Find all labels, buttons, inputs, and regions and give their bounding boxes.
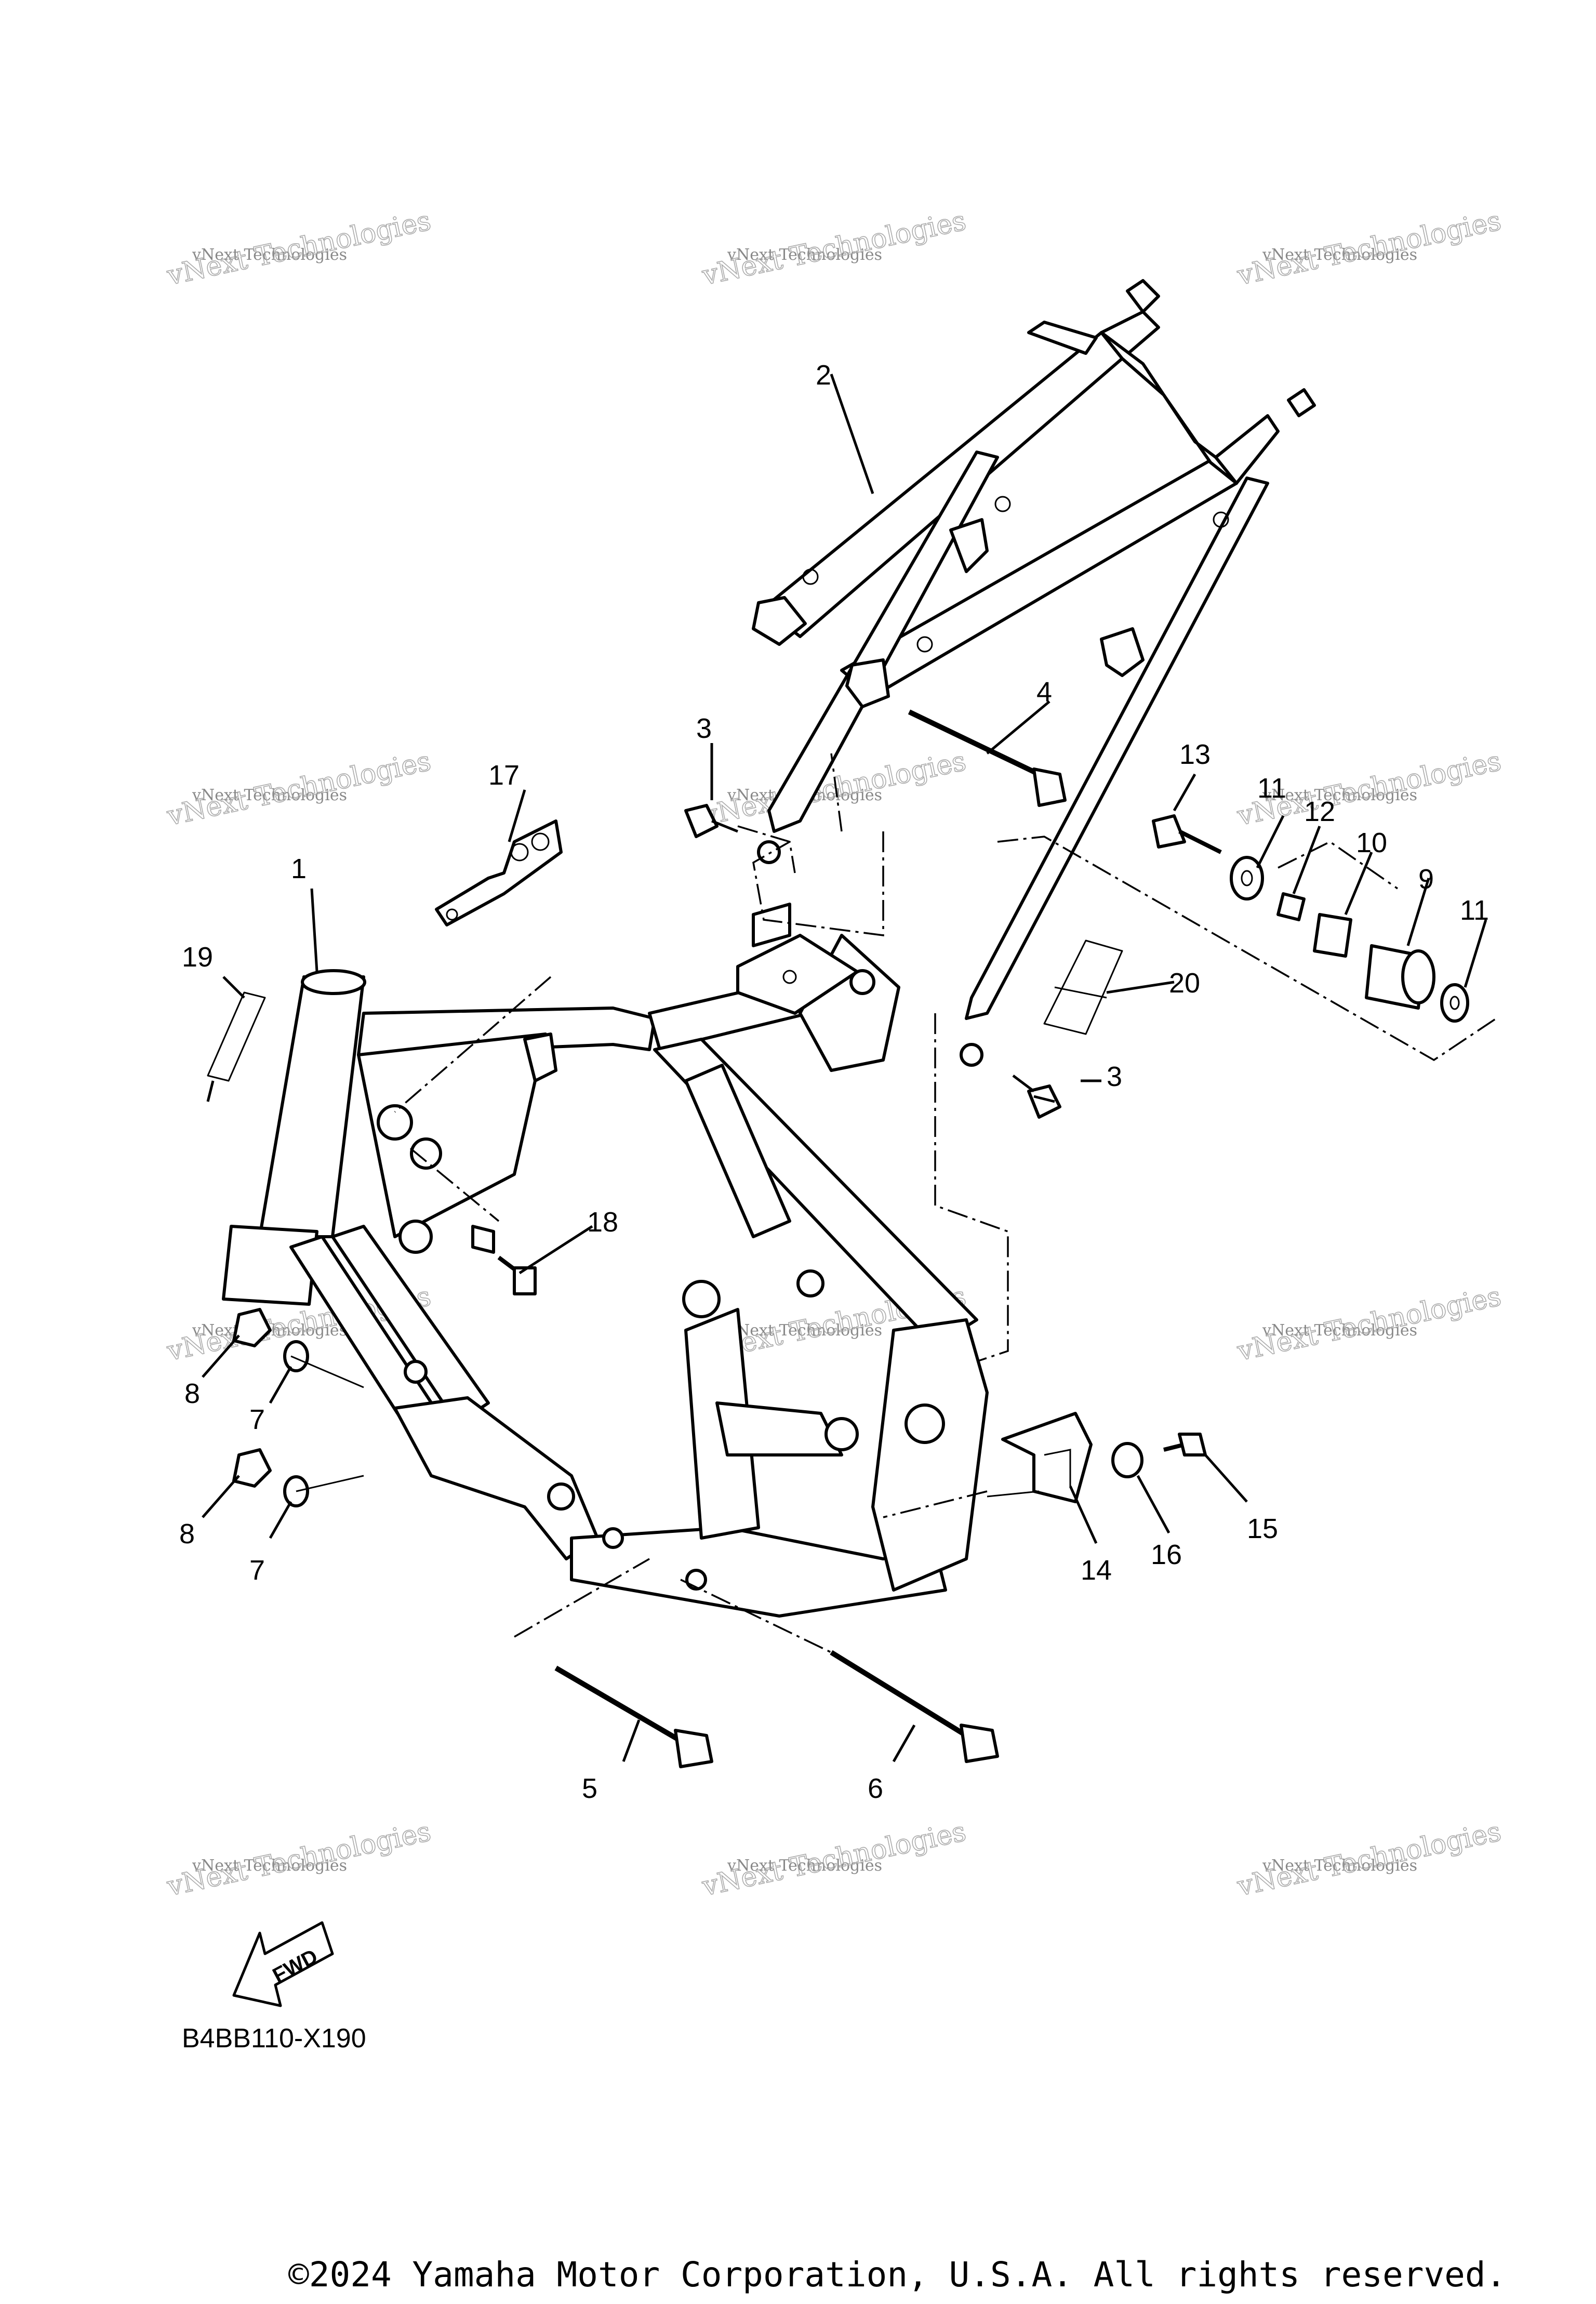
bolt-part-4[interactable] [908, 709, 1067, 807]
bolt-part-3-upper[interactable] [684, 804, 738, 838]
bushing-part-10[interactable] [1313, 913, 1352, 958]
bolt-part-6[interactable] [830, 1650, 999, 1763]
engine-mount-part-14[interactable] [1001, 1412, 1093, 1503]
callout-19: 19 [182, 942, 213, 973]
bolt-part-3-lower[interactable] [1012, 1075, 1061, 1119]
callout-8-upper: 8 [184, 1378, 200, 1409]
collar-part-16[interactable] [1111, 1442, 1143, 1478]
bolt-part-15[interactable] [1163, 1433, 1207, 1456]
callout-3-upper: 3 [696, 713, 712, 744]
callout-5: 5 [582, 1773, 597, 1804]
callout-18: 18 [587, 1207, 618, 1238]
fwd-arrow-icon: FWD [232, 1921, 334, 2007]
bracket-part-17[interactable] [435, 819, 563, 926]
callout-10: 10 [1356, 827, 1387, 858]
callout-7-lower: 7 [249, 1555, 265, 1586]
callout-20: 20 [1169, 968, 1200, 999]
washer-part-7-upper[interactable] [283, 1340, 309, 1372]
watermark: vNext Technologies [1262, 246, 1417, 264]
assembly-dash-lines [394, 753, 1497, 1653]
callout-11-upper: 11 [1257, 773, 1286, 804]
callout-4: 4 [1036, 677, 1052, 708]
callout-8-lower: 8 [179, 1518, 195, 1550]
washer-part-11-upper[interactable] [1230, 856, 1264, 901]
rear-subframe-part[interactable] [752, 279, 1316, 1067]
callout-12: 12 [1304, 796, 1335, 827]
callout-6: 6 [868, 1773, 883, 1804]
callout-labels: 1 2 3 3 4 5 6 7 7 8 8 9 10 11 11 12 13 1… [179, 360, 1489, 1804]
bolt-part-5[interactable] [554, 1665, 713, 1768]
watermark: vNext Technologies [192, 1857, 347, 1875]
callout-13: 13 [1179, 739, 1211, 770]
watermark: vNext Technologies [192, 786, 347, 804]
sticker-part-20[interactable] [1043, 939, 1123, 1035]
collar-part-9[interactable] [1365, 944, 1435, 1010]
watermark: vNext Technologies [727, 1321, 882, 1340]
nut-part-8-lower[interactable] [232, 1448, 272, 1488]
bolt-part-13[interactable] [1152, 814, 1222, 854]
nut-part-8-upper[interactable] [232, 1308, 272, 1347]
callout-7-upper: 7 [249, 1404, 265, 1435]
callout-11-lower: 11 [1460, 895, 1489, 926]
leader-lines [202, 374, 1487, 1763]
callout-2: 2 [816, 360, 831, 391]
watermark: vNext Technologies [1262, 1321, 1417, 1340]
copyright-notice: ©2024 Yamaha Motor Corporation, U.S.A. A… [288, 2255, 1506, 2295]
callout-17: 17 [488, 760, 520, 791]
collar-part-12[interactable] [1276, 892, 1306, 921]
callout-15: 15 [1247, 1513, 1278, 1544]
callout-14: 14 [1081, 1555, 1112, 1586]
callout-3-lower: 3 [1107, 1061, 1122, 1092]
sticker-part-19[interactable] [206, 991, 266, 1102]
main-frame-part[interactable] [222, 903, 989, 1618]
watermark: vNext Technologies [727, 1857, 882, 1875]
watermark: vNext Technologies [1262, 1857, 1417, 1875]
callout-9: 9 [1418, 864, 1434, 895]
callout-16: 16 [1151, 1539, 1182, 1570]
watermark: vNext Technologies [192, 246, 347, 264]
watermark: vNext Technologies [1262, 786, 1417, 804]
bolt-part-18[interactable] [471, 1225, 537, 1295]
watermark: vNext Technologies [727, 246, 882, 264]
diagram-code: B4BB110-X190 [182, 2023, 366, 2054]
washer-part-11-lower[interactable] [1440, 983, 1469, 1023]
callout-1: 1 [291, 853, 307, 884]
